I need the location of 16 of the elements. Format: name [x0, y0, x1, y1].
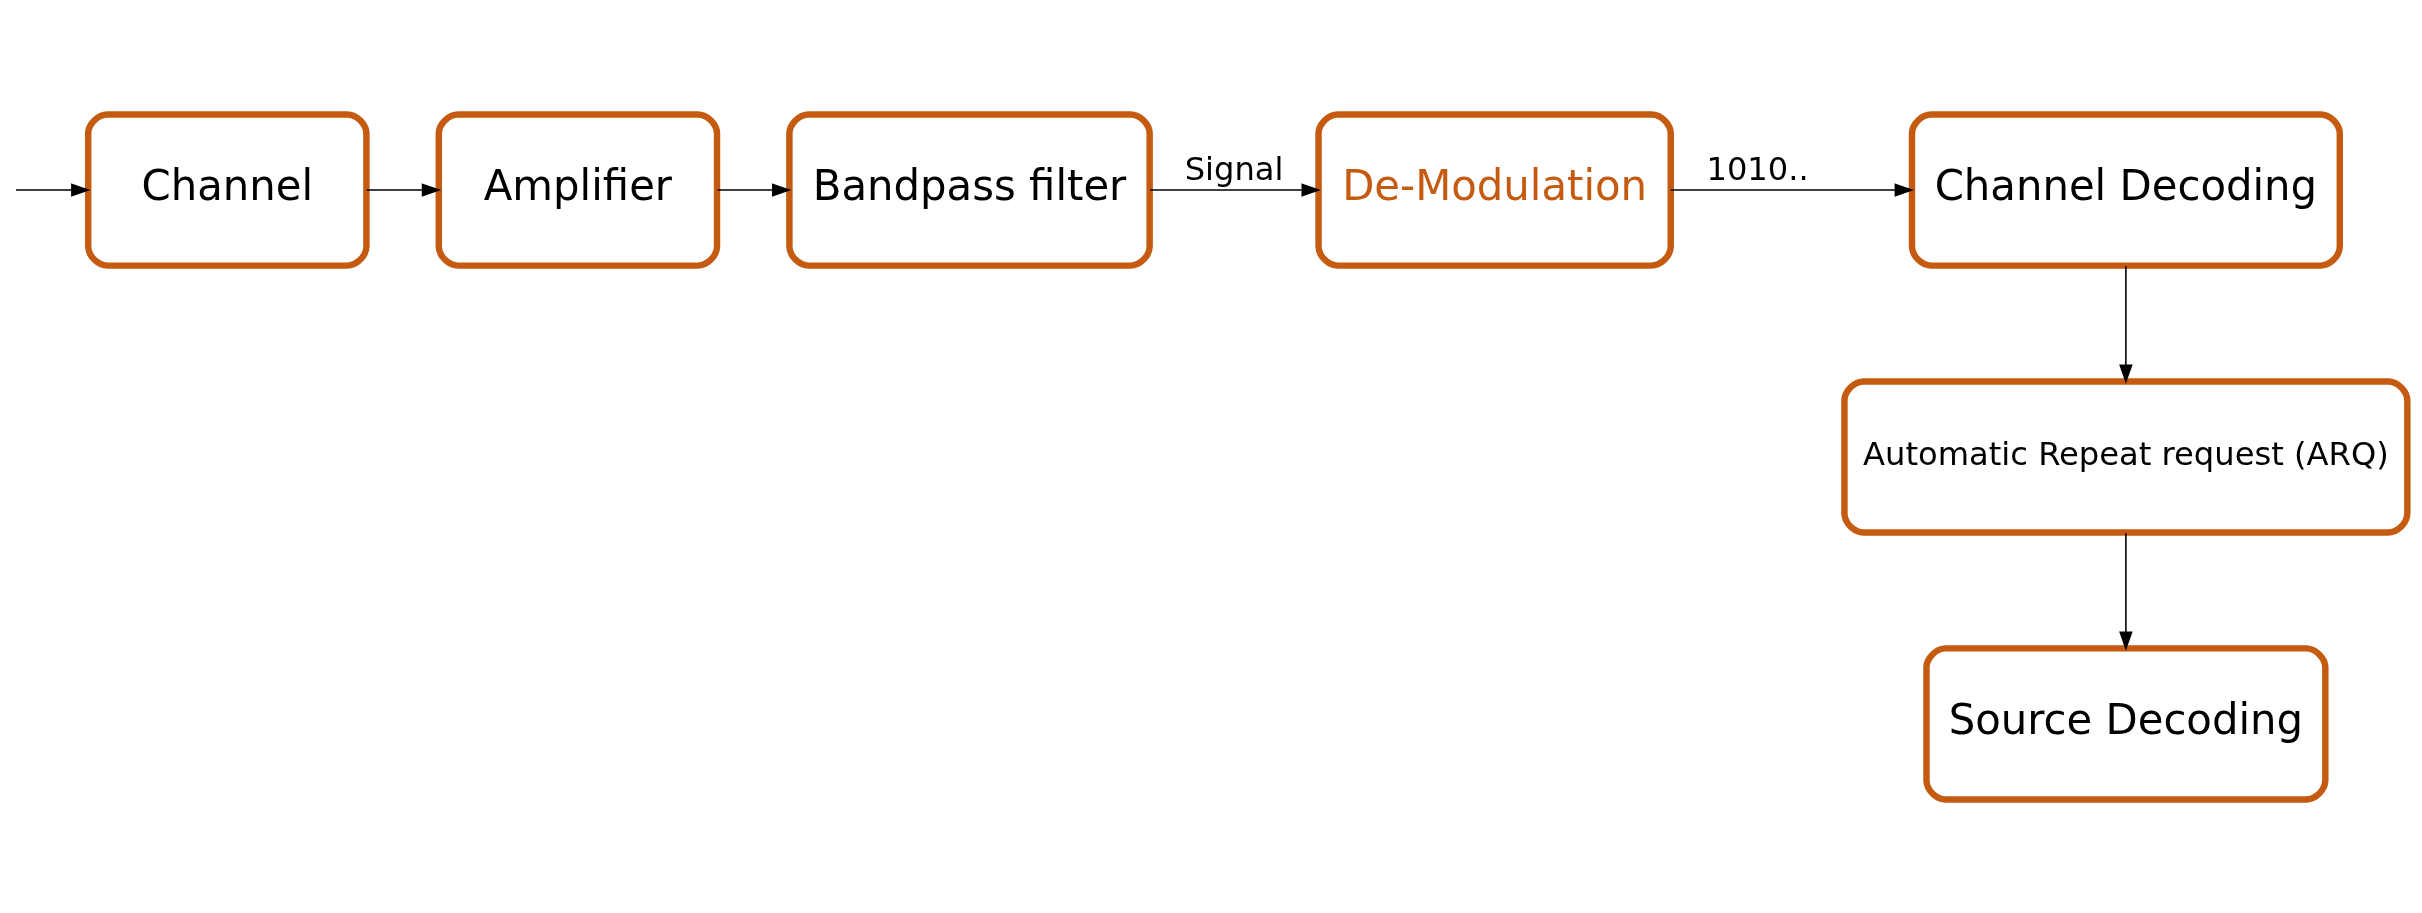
edge-label: Signal	[1184, 149, 1284, 188]
node-box: Bandpass filter	[786, 110, 1153, 269]
arrow	[716, 182, 792, 197]
arrow	[365, 182, 442, 197]
arrow	[15, 182, 91, 197]
node-box: Automatic Repeat request (ARQ)	[1841, 377, 2411, 536]
node-box: Amplifier	[435, 110, 721, 269]
node-box: Source Decoding	[1923, 644, 2329, 803]
node-box: Channel	[84, 110, 370, 269]
arrow	[1149, 182, 1321, 197]
node-box: De-Modulation	[1315, 110, 1674, 269]
edge-label: 1010..	[1706, 149, 1809, 188]
node-box: Channel Decoding	[1908, 110, 2343, 269]
arrow	[1669, 182, 1914, 197]
arrow	[2119, 264, 2133, 384]
arrow	[2119, 531, 2133, 651]
